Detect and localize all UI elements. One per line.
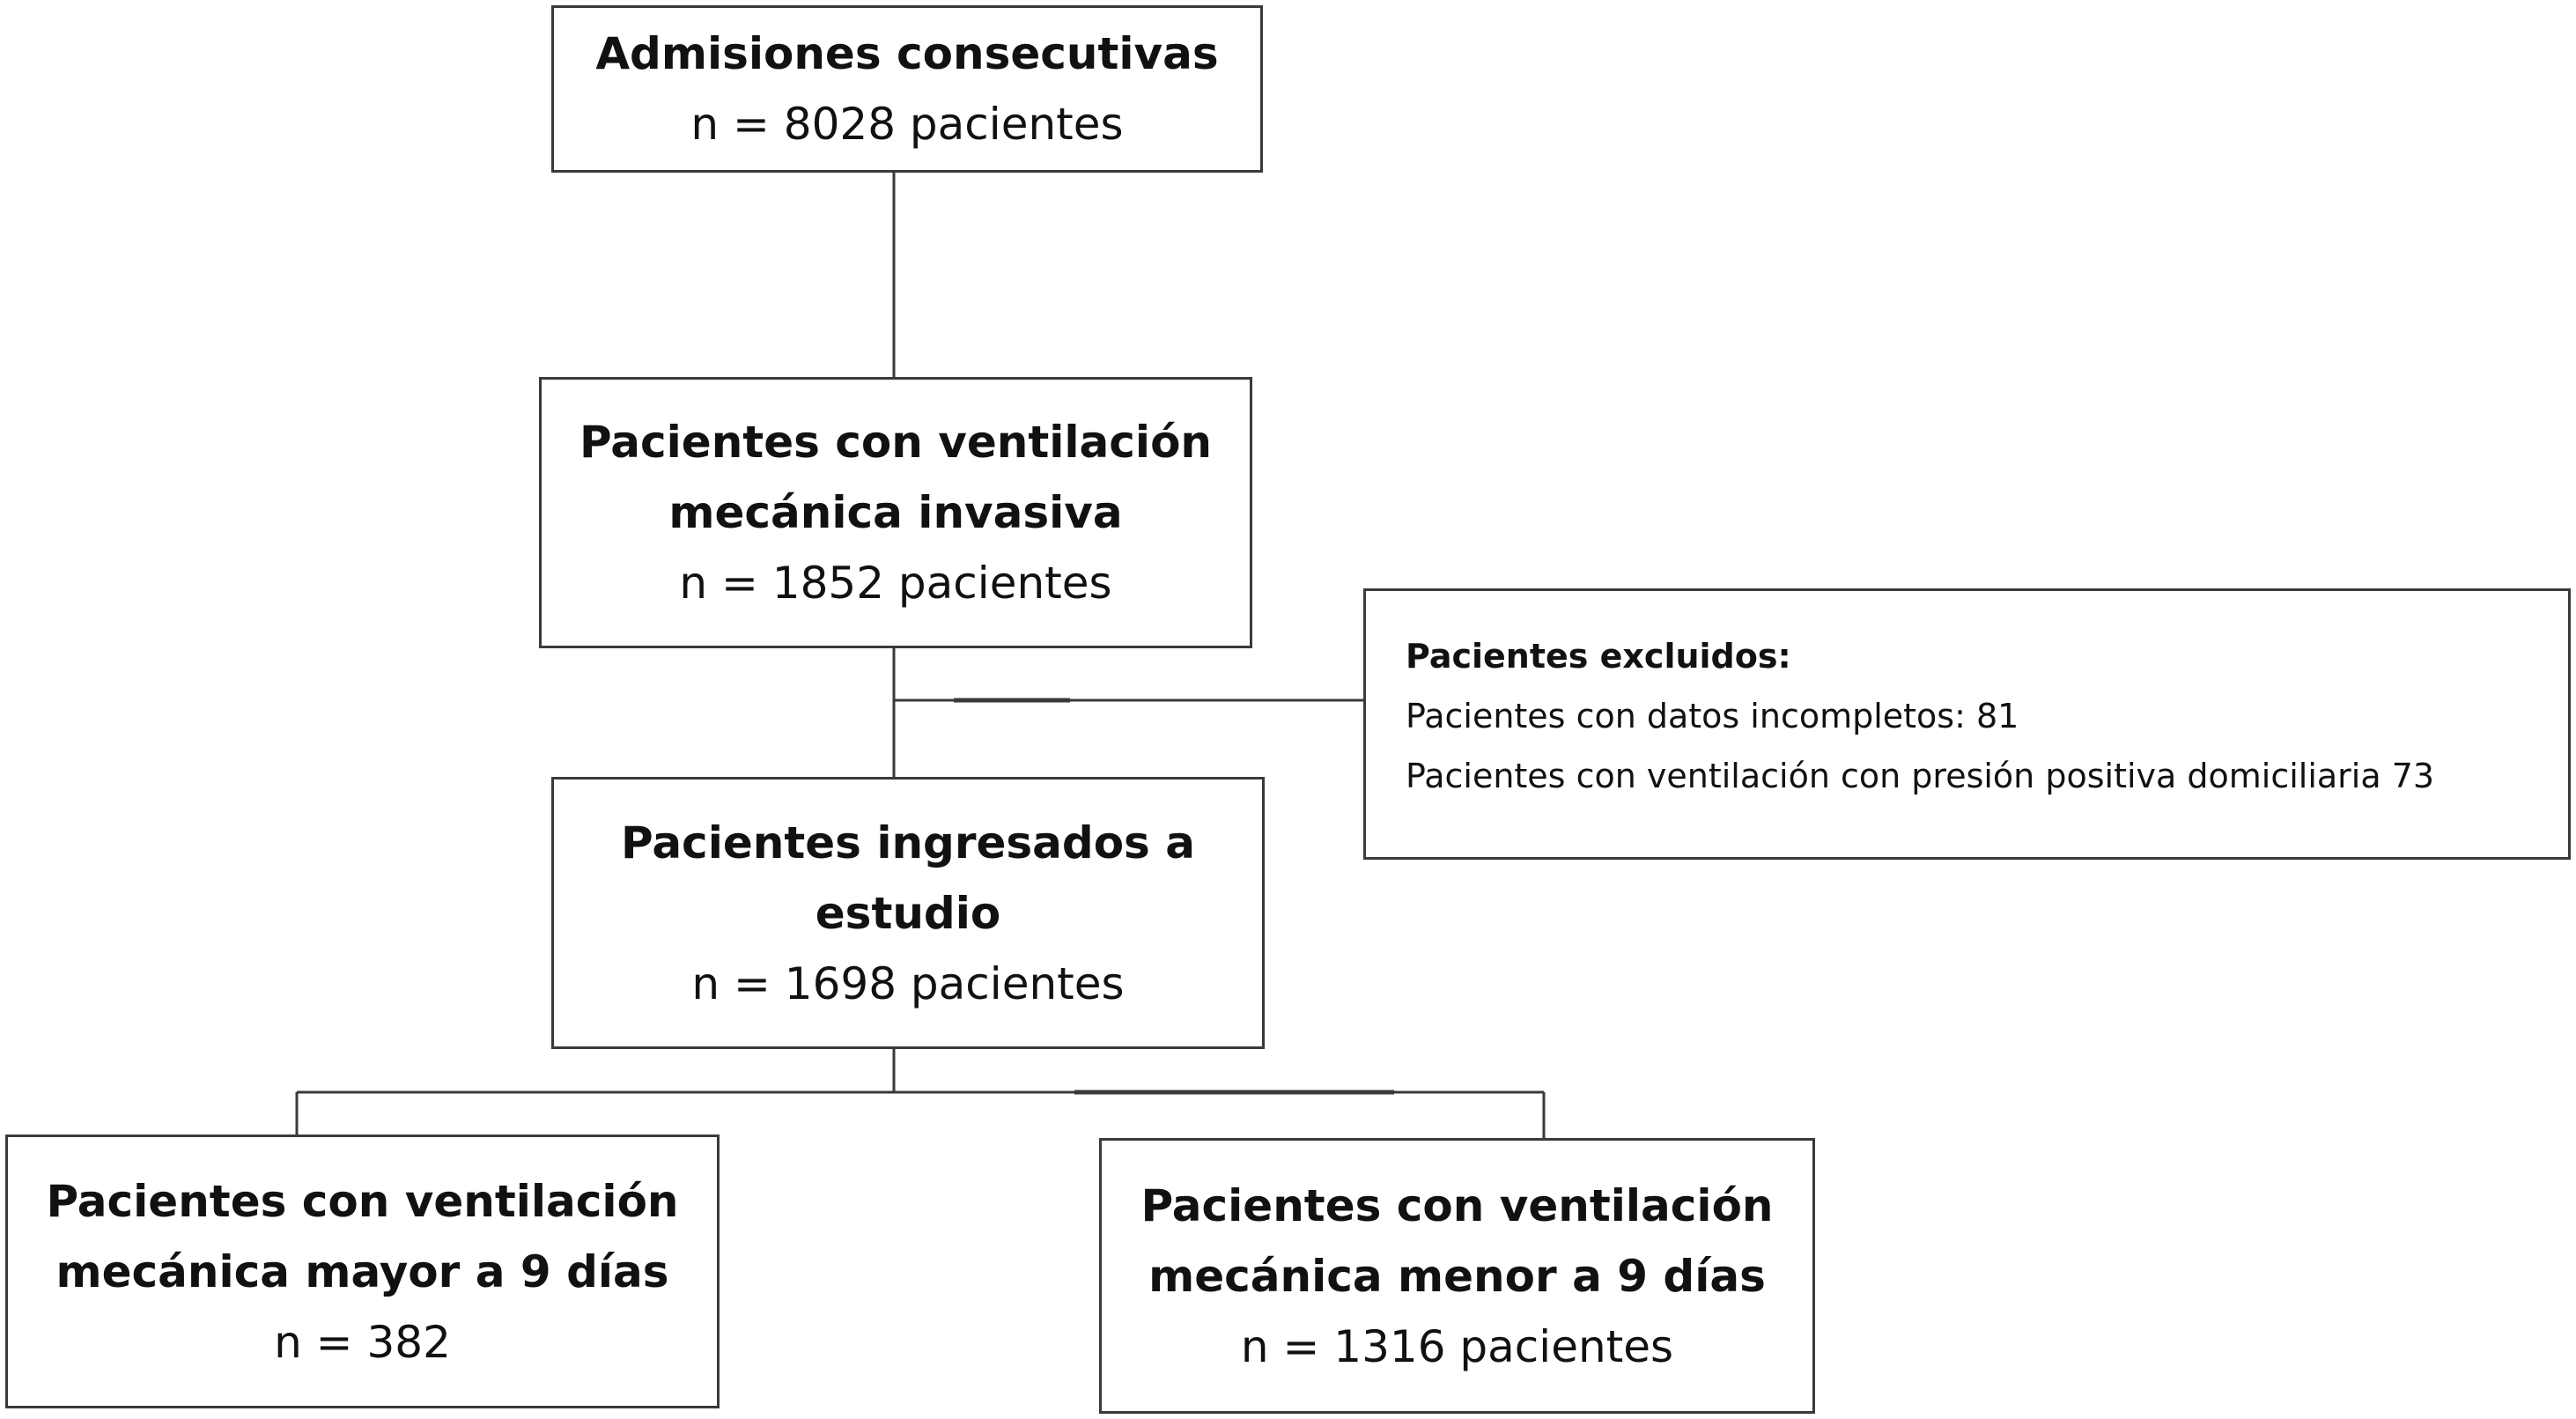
study-box: Pacientes ingresados a estudio n = 1698 … (551, 777, 1265, 1049)
study-title-line1: Pacientes ingresados a (621, 817, 1195, 868)
ventilated-count: n = 1852 pacientes (679, 558, 1112, 609)
over9-count: n = 382 (274, 1316, 451, 1368)
under9-box: Pacientes con ventilación mecánica menor… (1099, 1138, 1815, 1414)
excluded-heading: Pacientes excluidos: (1406, 637, 1791, 676)
ventilated-box: Pacientes con ventilación mecánica invas… (539, 377, 1252, 648)
excluded-item: Pacientes con ventilación con presión po… (1406, 757, 2435, 795)
study-count: n = 1698 pacientes (691, 957, 1125, 1009)
over9-title-line1: Pacientes con ventilación (46, 1175, 679, 1227)
admissions-box: Admisiones consecutivas n = 8028 pacient… (551, 5, 1263, 173)
under9-count: n = 1316 pacientes (1240, 1320, 1674, 1372)
under9-title-line1: Pacientes con ventilación (1140, 1179, 1774, 1231)
ventilated-title-line2: mecánica invasiva (668, 487, 1123, 538)
under9-title-line2: mecánica menor a 9 días (1148, 1250, 1766, 1302)
over9-box: Pacientes con ventilación mecánica mayor… (5, 1134, 720, 1408)
admissions-title: Admisiones consecutivas (595, 28, 1219, 79)
study-title-line2: estudio (815, 887, 1001, 939)
over9-title-line2: mecánica mayor a 9 días (55, 1245, 669, 1297)
admissions-count: n = 8028 pacientes (690, 99, 1124, 150)
excluded-item: Pacientes con datos incompletos: 81 (1406, 697, 2019, 735)
excluded-box: Pacientes excluidos: Pacientes con datos… (1363, 588, 2571, 860)
ventilated-title-line1: Pacientes con ventilación (579, 417, 1213, 468)
